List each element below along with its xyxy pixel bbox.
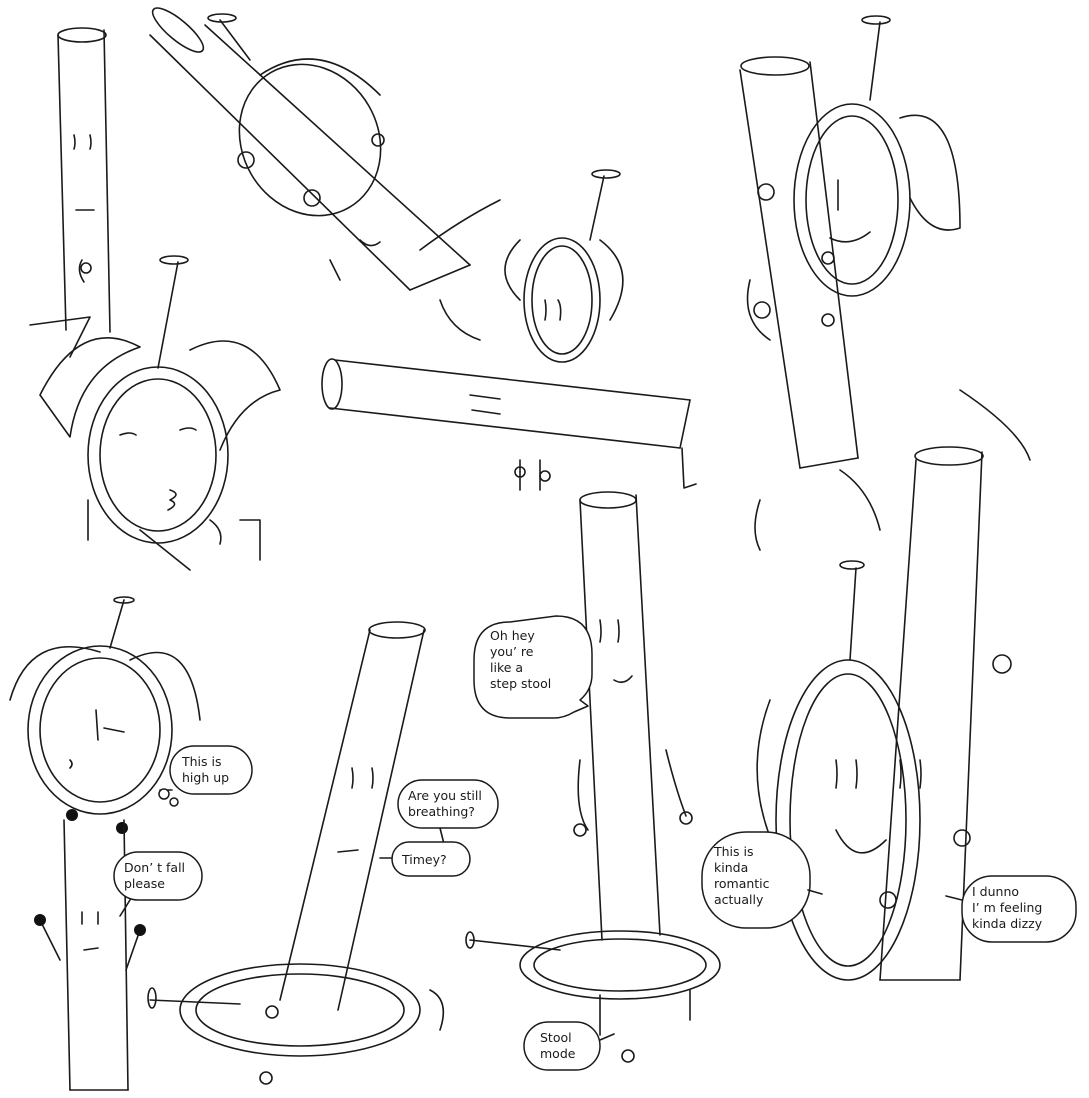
bubble-line: Are you still bbox=[408, 788, 482, 803]
bubble-line: I’ m feeling bbox=[972, 900, 1042, 915]
alarm-clock-character-stool bbox=[465, 930, 721, 1063]
alarm-clock-character-lying bbox=[147, 963, 445, 1085]
thought-bubble-high-up: This is high up bbox=[158, 745, 253, 807]
pipe-character-leaning bbox=[279, 621, 426, 1011]
bubble-line: mode bbox=[540, 1046, 576, 1061]
speech-bubble-timey: Timey? bbox=[379, 841, 471, 877]
bubble-line: Stool bbox=[540, 1030, 572, 1045]
alarm-clock-character-bottom-right bbox=[756, 560, 921, 981]
pipe-character-standing bbox=[57, 27, 111, 333]
bubble-line: you’ re bbox=[490, 644, 534, 659]
bubble-line: Oh hey bbox=[490, 628, 535, 643]
alarm-clock-character-tilted bbox=[207, 13, 385, 217]
bubble-line: please bbox=[124, 876, 165, 891]
bubble-line: Timey? bbox=[401, 852, 447, 867]
bubble-line: Don’ t fall bbox=[124, 860, 185, 875]
bubble-line: kinda bbox=[714, 860, 748, 875]
pipe-character-horizontal bbox=[321, 358, 697, 489]
bubble-line: like a bbox=[490, 660, 523, 675]
speech-bubble-step-stool: Oh hey you’ re like a step stool bbox=[473, 615, 593, 719]
speech-bubble-dont-fall: Don’ t fall please bbox=[113, 851, 203, 917]
alarm-clock-character-top-left bbox=[29, 255, 281, 571]
pipe-character-bottom-right bbox=[879, 389, 1031, 981]
bubble-line: breathing? bbox=[408, 804, 475, 819]
alarm-clock-character-top-right bbox=[793, 15, 961, 327]
pipe-character-top-right bbox=[739, 56, 881, 551]
bubble-line: romantic bbox=[714, 876, 770, 891]
bubble-line: actually bbox=[714, 892, 764, 907]
bubble-line: This is bbox=[181, 754, 222, 769]
alarm-clock-character-bottom-left bbox=[9, 596, 201, 834]
speech-bubble-romantic: This is kinda romantic actually bbox=[701, 831, 823, 929]
bubble-line: I dunno bbox=[972, 884, 1019, 899]
bubble-line: kinda dizzy bbox=[972, 916, 1043, 931]
bubble-line: This is bbox=[713, 844, 754, 859]
speech-bubble-still-breathing: Are you still breathing? bbox=[397, 779, 499, 845]
bubble-line: high up bbox=[182, 770, 229, 785]
pipe-character-on-stool bbox=[573, 491, 693, 941]
speech-bubble-stool-mode: Stool mode bbox=[523, 1021, 615, 1071]
alarm-clock-character-center bbox=[504, 169, 624, 491]
bubble-line: step stool bbox=[490, 676, 551, 691]
speech-bubble-dizzy: I dunno I’ m feeling kinda dizzy bbox=[945, 875, 1077, 943]
pipe-character-diagonal bbox=[149, 7, 501, 341]
